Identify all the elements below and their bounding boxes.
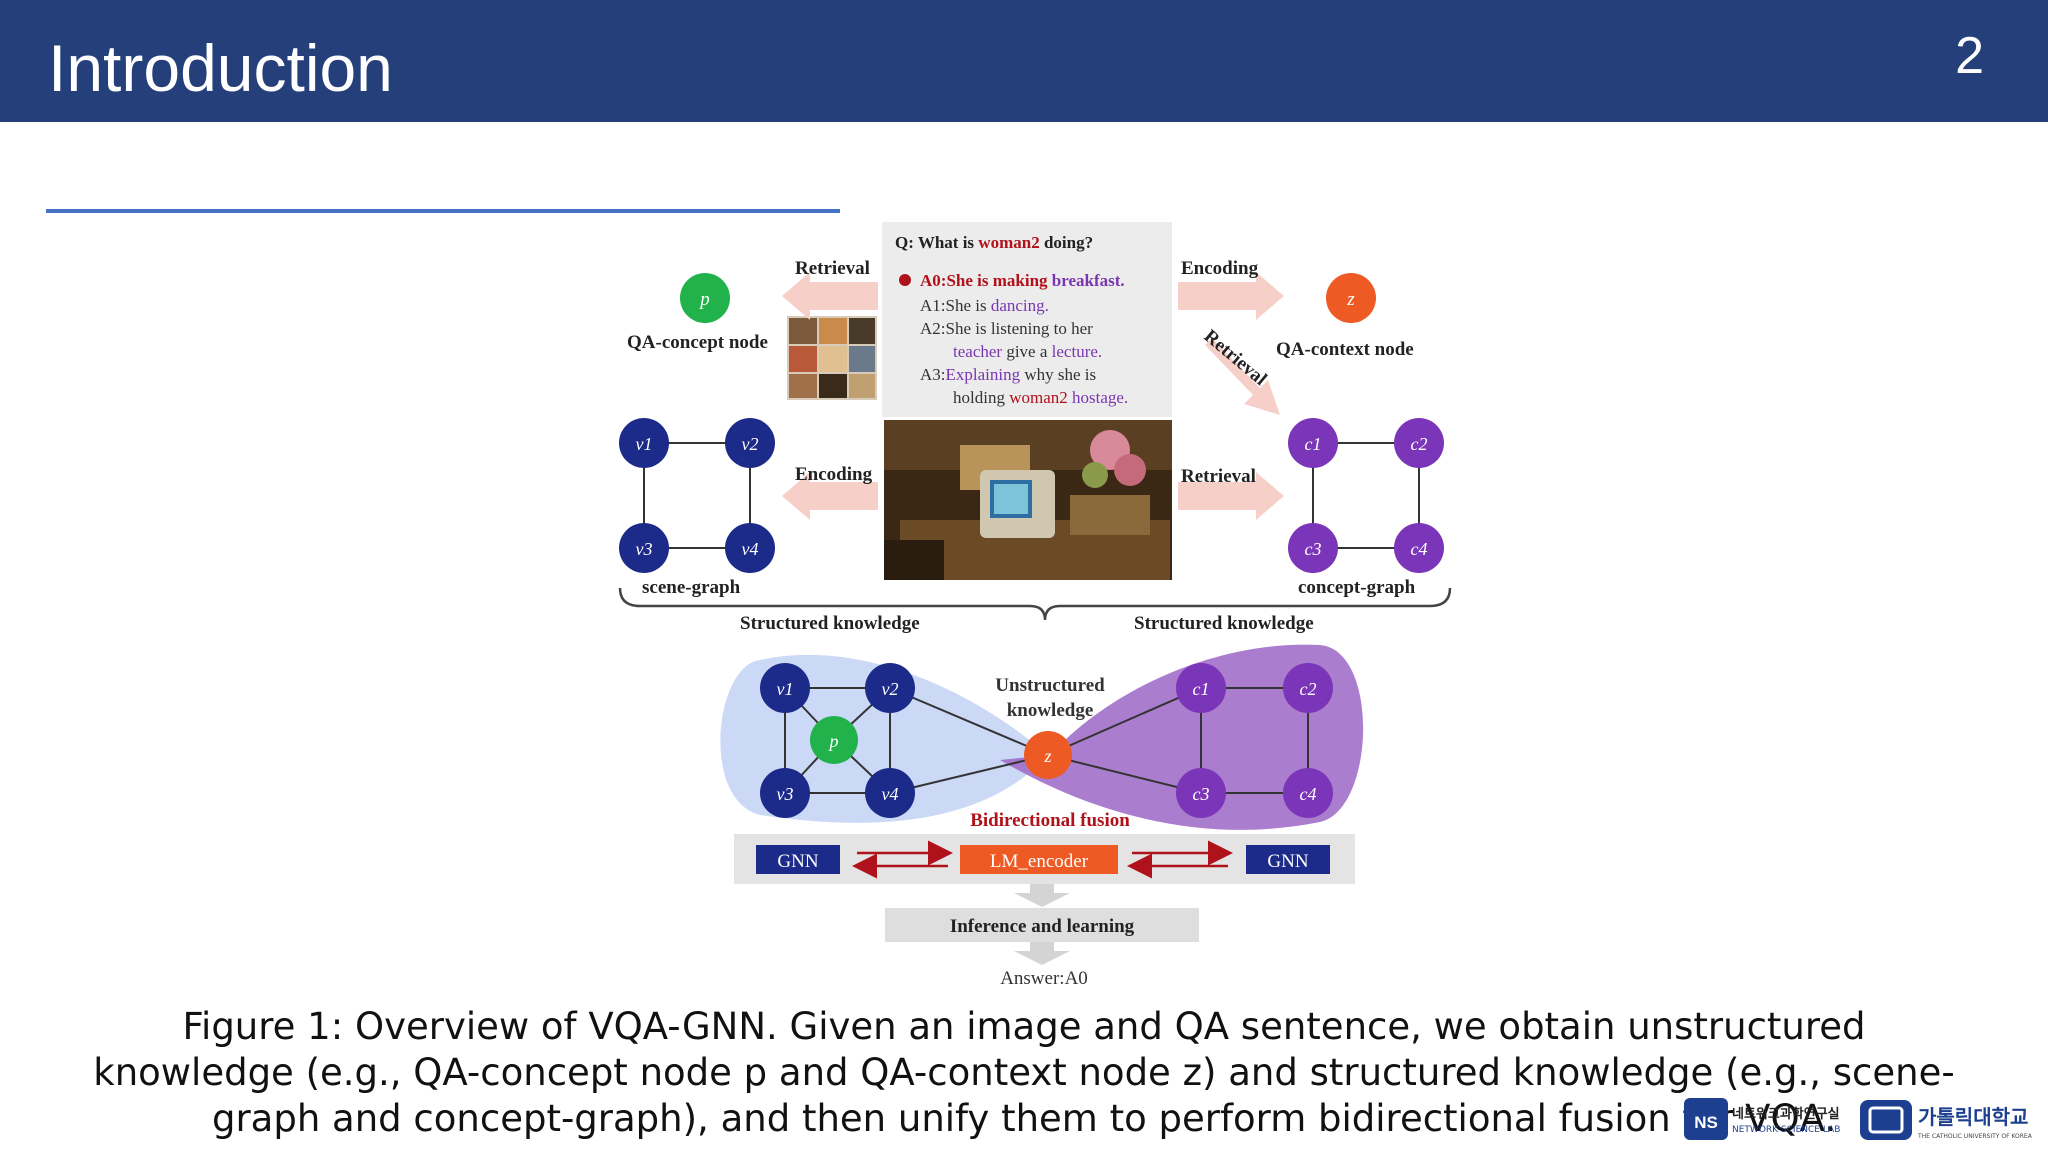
encoding-arrow-left — [782, 472, 878, 520]
fusion-concept-nodes: c1 c2 c3 c4 z — [1024, 663, 1333, 818]
down-arrow-to-answer — [1014, 942, 1070, 965]
svg-text:v4: v4 — [882, 784, 899, 804]
svg-text:c3: c3 — [1193, 784, 1210, 804]
svg-text:c4: c4 — [1411, 539, 1428, 559]
structured-knowledge-brace — [618, 587, 1452, 621]
catholic-university-logo: 가톨릭대학교 THE CATHOLIC UNIVERSITY OF KOREA — [1860, 1100, 2033, 1140]
svg-text:v4: v4 — [742, 539, 759, 559]
label-unstructured-line2: knowledge — [1007, 700, 1094, 721]
correct-answer-dot — [899, 274, 911, 286]
node-z-label: z — [1346, 289, 1355, 310]
answer-a3-line1: A3:Explaining why she is — [920, 365, 1096, 384]
answer-a3-line2: holding woman2 hostage. — [953, 388, 1128, 407]
fusion-scene-nodes: v1 v2 v3 v4 p — [760, 663, 915, 818]
bidirectional-arrows — [852, 840, 1233, 879]
encoding-arrow-right — [1178, 272, 1284, 320]
lm-encoder-label: LM_encoder — [990, 851, 1089, 872]
label-answer: Answer:A0 — [1000, 968, 1088, 989]
answer-a0: A0:She is making breakfast. — [920, 271, 1125, 290]
svg-text:v1: v1 — [636, 434, 653, 454]
retrieval-arrow-left — [782, 272, 878, 320]
scene-node-v2 — [725, 418, 775, 468]
label-bidirectional-fusion: Bidirectional fusion — [970, 810, 1130, 831]
label-unstructured-line1: Unstructured — [995, 675, 1105, 696]
title-underline — [46, 209, 840, 213]
concept-node-c3 — [1288, 523, 1338, 573]
label-qa-concept-node: QA-concept node — [627, 332, 768, 353]
label-retrieval-right: Retrieval — [1181, 466, 1256, 487]
svg-text:c3: c3 — [1305, 539, 1322, 559]
footer-logos: NS 네트워크과학연구실 NETWORK SCIENCE LAB 가톨릭대학교 … — [1684, 1098, 2033, 1140]
svg-text:v3: v3 — [777, 784, 794, 804]
svg-text:v2: v2 — [742, 434, 759, 454]
slide-header — [0, 0, 2048, 122]
scene-node-v1 — [619, 418, 669, 468]
concept-node-c2 — [1394, 418, 1444, 468]
svg-text:v3: v3 — [636, 539, 653, 559]
question-text: Q: What is woman2 doing? — [895, 233, 1093, 252]
lm-encoder-box — [960, 845, 1118, 874]
concept-node-c4 — [1394, 523, 1444, 573]
inference-box — [885, 908, 1199, 942]
svg-text:네트워크과학연구실: 네트워크과학연구실 — [1732, 1106, 1840, 1122]
scene-graph-top: v1 v2 v3 v4 — [619, 418, 775, 573]
slide-title: Introduction — [48, 31, 393, 105]
node-p-label: p — [698, 289, 710, 310]
down-arrow-to-inference — [1014, 884, 1070, 907]
label-retrieval-left: Retrieval — [795, 258, 870, 279]
label-scene-graph: scene-graph — [642, 577, 741, 598]
label-encoding-right: Encoding — [1181, 258, 1259, 279]
scene-node-v3 — [619, 523, 669, 573]
label-structured-knowledge-right: Structured knowledge — [1134, 613, 1314, 634]
label-inference: Inference and learning — [950, 916, 1135, 937]
concept-fusion-region — [1000, 644, 1364, 830]
svg-text:p: p — [828, 731, 839, 751]
qa-concept-node-p — [680, 273, 730, 323]
label-qa-context-node: QA-context node — [1276, 339, 1414, 360]
svg-text:c4: c4 — [1300, 784, 1317, 804]
svg-text:THE CATHOLIC UNIVERSITY OF KOR: THE CATHOLIC UNIVERSITY OF KOREA — [1917, 1133, 2033, 1140]
gnn-label-left: GNN — [777, 851, 818, 872]
figure-caption: Figure 1: Overview of VQA-GNN. Given an … — [93, 1005, 1955, 1140]
label-concept-graph: concept-graph — [1298, 577, 1416, 598]
scene-photo — [884, 420, 1172, 580]
svg-text:c1: c1 — [1305, 434, 1322, 454]
gnn-box-right — [1246, 845, 1330, 874]
svg-text:v2: v2 — [882, 679, 899, 699]
label-retrieval-diagonal: Retrieval — [1200, 326, 1271, 390]
answer-a2-line1: A2:She is listening to her — [920, 319, 1093, 338]
answer-a1: A1:She is dancing. — [920, 296, 1049, 315]
svg-text:c2: c2 — [1300, 679, 1317, 699]
pink-arrows — [782, 272, 1284, 520]
network-science-lab-logo: NS 네트워크과학연구실 NETWORK SCIENCE LAB — [1684, 1098, 1840, 1140]
concept-graph-top: c1 c2 c3 c4 — [1288, 418, 1444, 573]
gnn-label-right: GNN — [1267, 851, 1308, 872]
retrieval-arrow-diagonal — [1205, 338, 1280, 415]
answer-a2-line2: teacher give a lecture. — [953, 342, 1102, 361]
svg-text:가톨릭대학교: 가톨릭대학교 — [1918, 1105, 2028, 1129]
retrieval-image-collage — [787, 316, 877, 400]
label-structured-knowledge-left: Structured knowledge — [740, 613, 920, 634]
retrieval-arrow-right — [1178, 472, 1284, 520]
scene-node-v4 — [725, 523, 775, 573]
svg-text:z: z — [1043, 746, 1051, 766]
page-number: 2 — [1955, 27, 1984, 85]
gnn-box-left — [756, 845, 840, 874]
svg-text:c1: c1 — [1193, 679, 1210, 699]
concept-node-c1 — [1288, 418, 1338, 468]
svg-text:NETWORK SCIENCE LAB: NETWORK SCIENCE LAB — [1732, 1125, 1840, 1135]
svg-text:c2: c2 — [1411, 434, 1428, 454]
label-encoding-left: Encoding — [795, 464, 873, 485]
svg-text:NS: NS — [1694, 1113, 1718, 1132]
qa-context-node-z — [1326, 273, 1376, 323]
qa-text-panel — [882, 222, 1172, 417]
svg-text:v1: v1 — [777, 679, 794, 699]
